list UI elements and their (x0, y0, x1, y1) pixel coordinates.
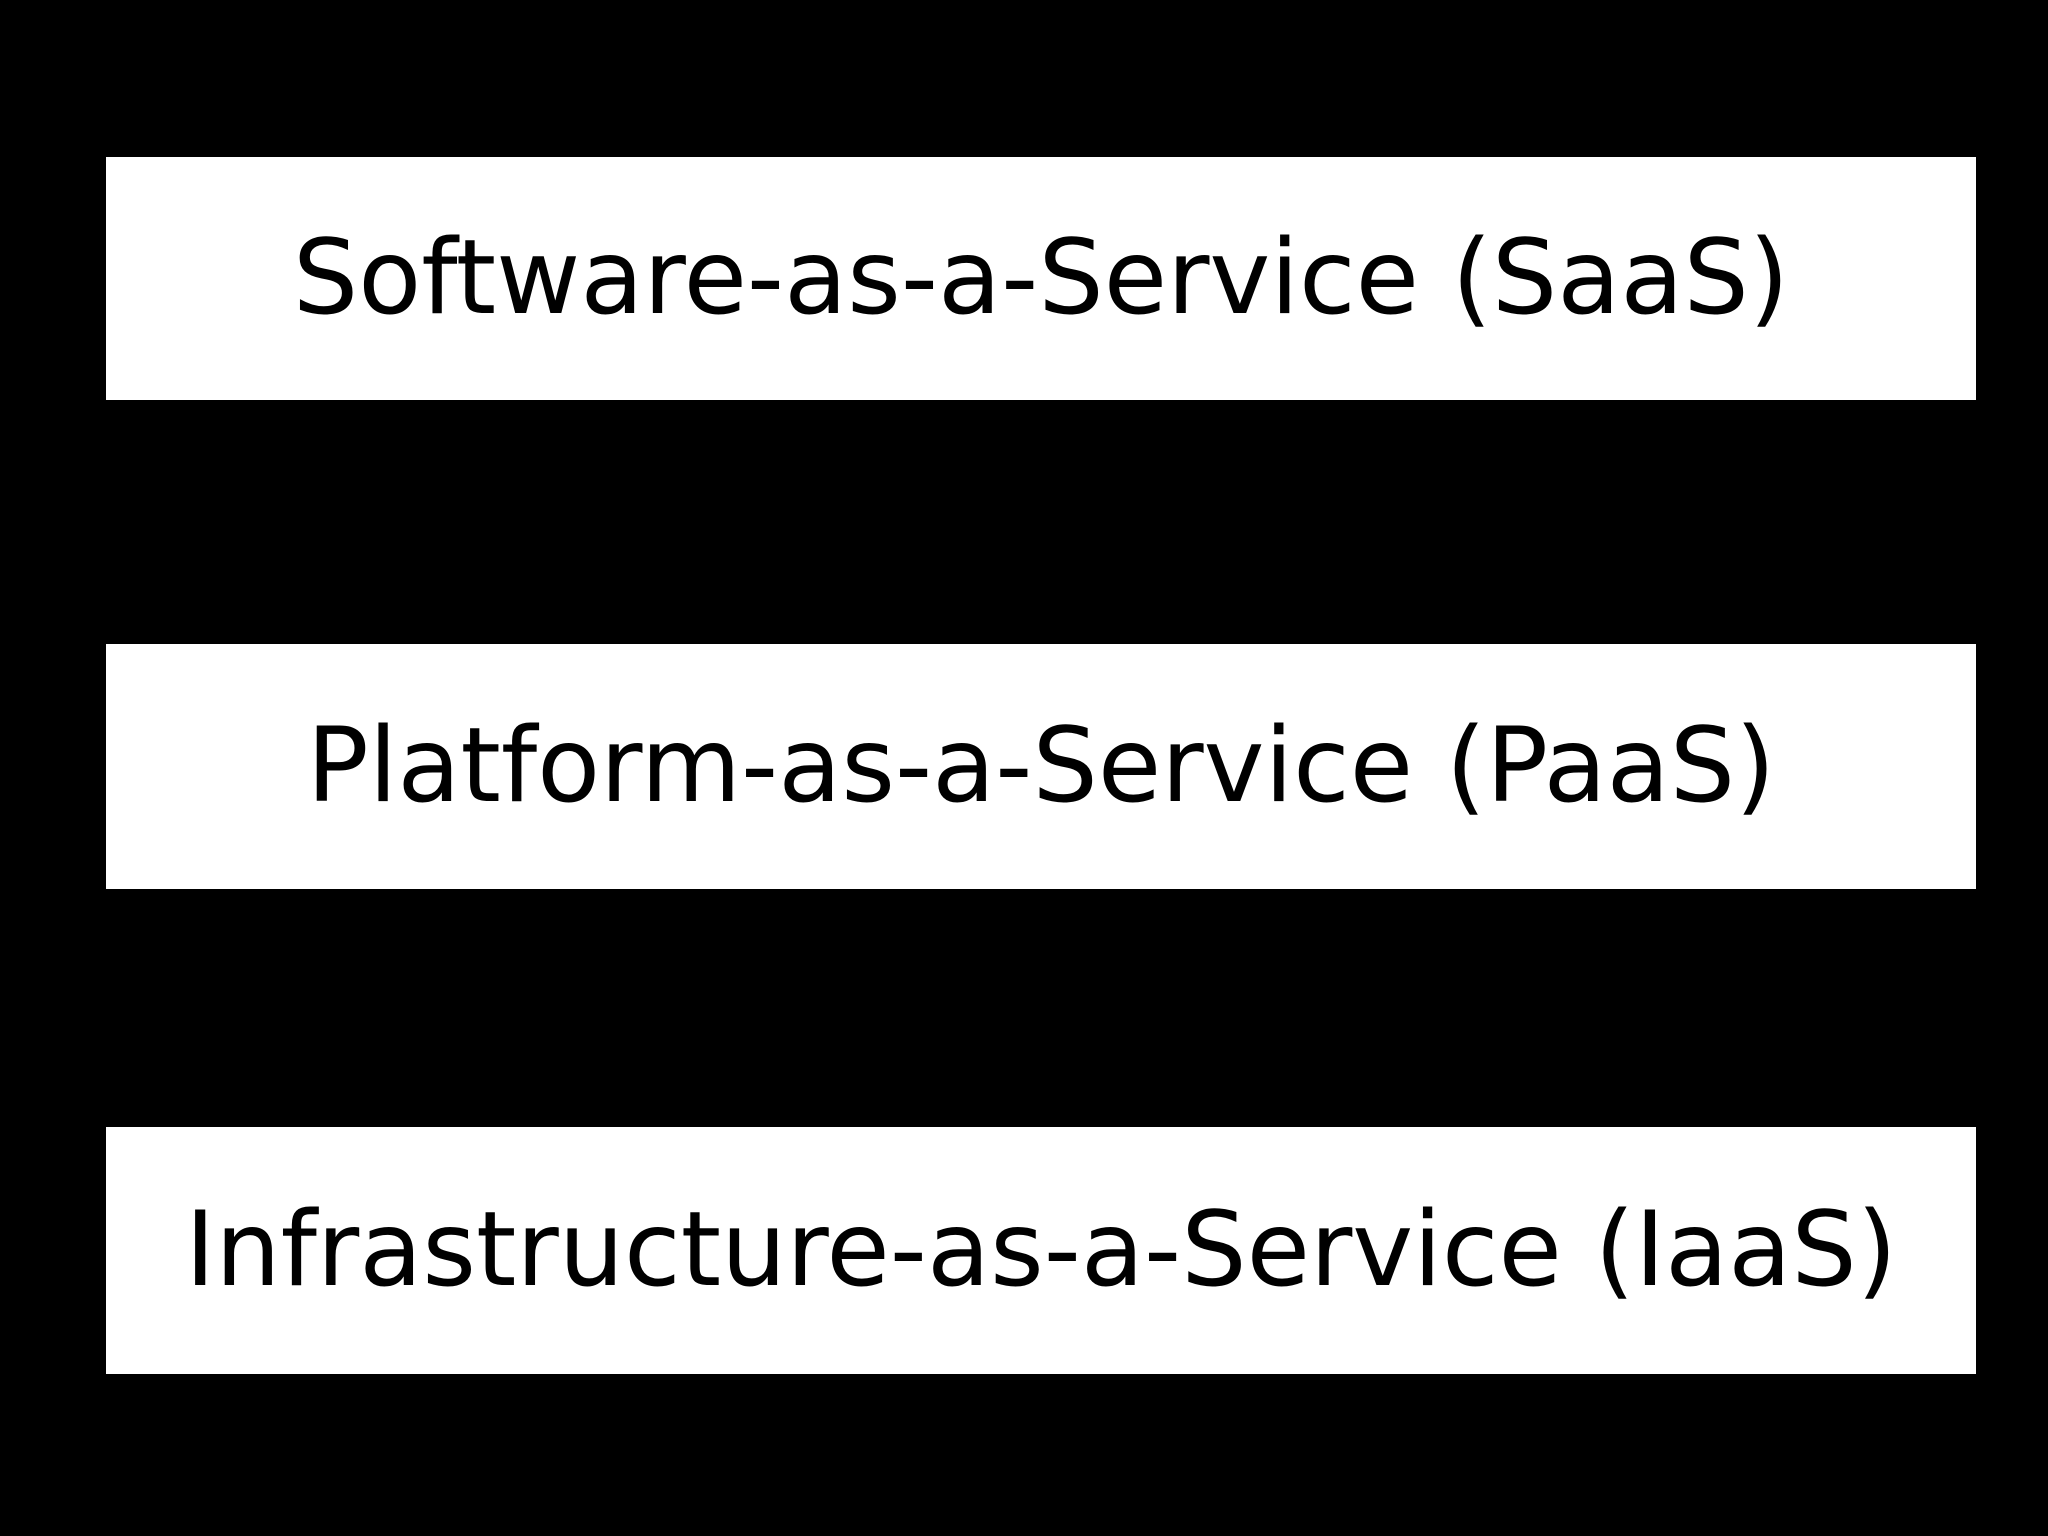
layer-box-paas[interactable]: Platform-as-a-Service (PaaS) (106, 644, 1976, 889)
layer-box-iaas[interactable]: Infrastructure-as-a-Service (IaaS) (106, 1127, 1976, 1374)
layer-label-iaas: Infrastructure-as-a-Service (IaaS) (185, 1190, 1897, 1310)
layer-box-saas[interactable]: Software-as-a-Service (SaaS) (106, 157, 1976, 400)
layer-label-paas: Platform-as-a-Service (PaaS) (306, 706, 1776, 826)
layer-label-saas: Software-as-a-Service (SaaS) (292, 218, 1790, 338)
